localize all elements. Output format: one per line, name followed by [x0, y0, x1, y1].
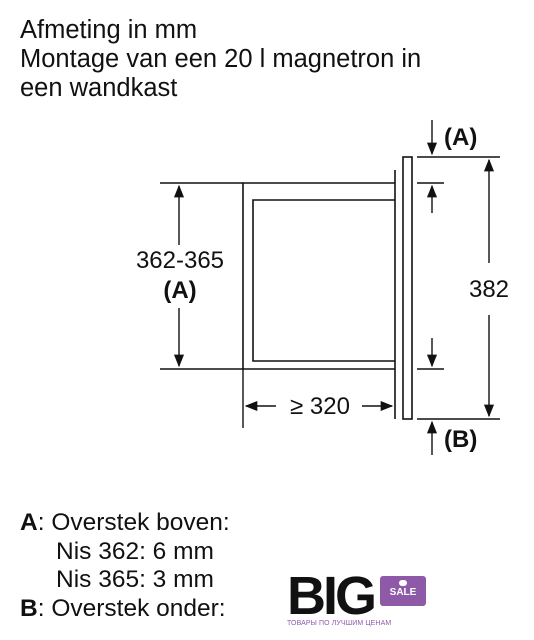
label-appliance-height: 382 [469, 276, 509, 303]
legend-key-a: A [20, 509, 38, 536]
dimension-appliance-height [417, 156, 500, 420]
logo-sale-tag: SALE [380, 576, 426, 606]
logo-big-text: BIG [287, 566, 377, 626]
bigsale-logo: BIG SALE ТОВАРЫ ПО ЛУЧШИМ ЦЕНАМ [287, 566, 437, 628]
label-niche-height: 362-365 [136, 247, 224, 274]
title-line-3: een wandkast [20, 74, 178, 102]
label-overhang-bottom: (B) [444, 426, 477, 453]
sale-tag-hole-icon [399, 580, 407, 586]
logo-tagline: ТОВАРЫ ПО ЛУЧШИМ ЦЕНАМ [287, 620, 392, 627]
title-line-2: Montage van een 20 l magnetron in [20, 45, 422, 73]
microwave-front-panel [402, 156, 413, 420]
logo-sale-text: SALE [389, 587, 417, 598]
dimension-overhang-top [417, 120, 444, 370]
legend-row-a-nis-362: Nis 362: 6 mm [56, 537, 214, 565]
dimension-niche-height [160, 182, 243, 370]
label-niche-height-sub: (A) [163, 277, 196, 304]
legend: A: Overstek boven: Nis 362: 6 mm Nis 365… [20, 509, 230, 623]
niche-outer-outline [242, 182, 395, 370]
diagram-title: Afmeting in mm Montage van een 20 l magn… [20, 16, 421, 103]
legend-key-b: B [20, 594, 38, 622]
legend-row-a-nis-365: Nis 365: 3 mm [56, 566, 214, 593]
legend-row-a: A: Overstek boven: [20, 509, 230, 538]
niche-inner-outline [252, 199, 395, 362]
legend-text-b: : Overstek onder: [37, 594, 226, 622]
dimension-niche-depth [242, 369, 394, 428]
label-overhang-top: (A) [444, 124, 477, 151]
cabinet-niche [242, 182, 395, 370]
microwave-panel [394, 156, 413, 420]
title-line-1: Afmeting in mm [20, 16, 198, 44]
label-niche-depth: ≥ 320 [290, 393, 350, 420]
legend-row-b: B: Overstek onder: [20, 595, 230, 624]
legend-text-a: : Overstek boven: [37, 509, 230, 536]
